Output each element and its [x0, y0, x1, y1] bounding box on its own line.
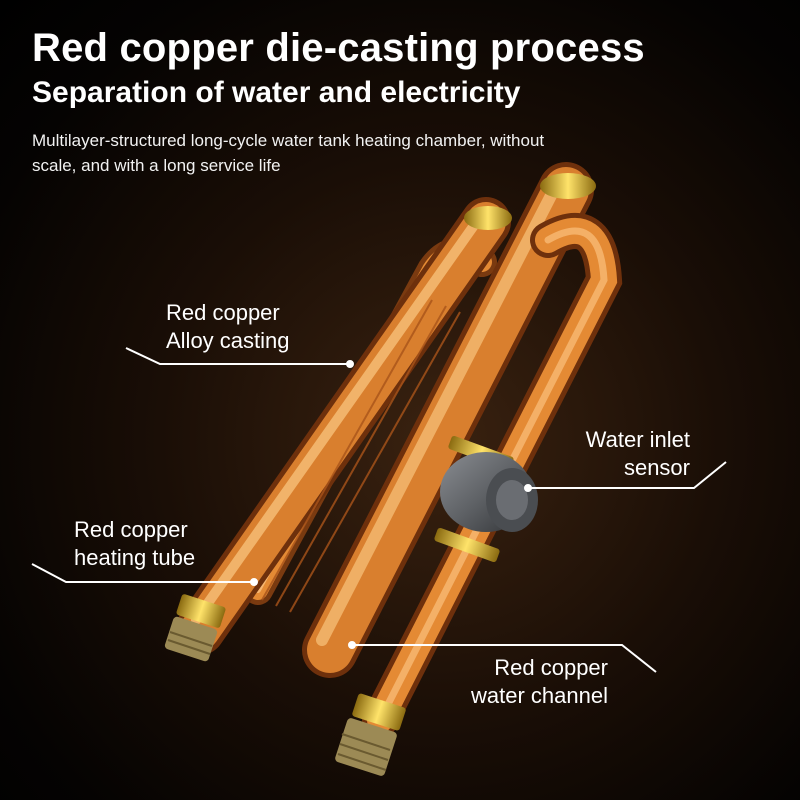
description-text: Multilayer-structured long-cycle water t…: [32, 131, 545, 175]
leader-heating: [31, 563, 254, 583]
heating-tube: [175, 197, 511, 655]
callout-channel-line1: Red copper: [494, 655, 608, 680]
outlet-loop: [362, 213, 623, 738]
callout-alloy-line1: Red copper: [166, 300, 280, 325]
callout-sensor-line2: sensor: [623, 455, 690, 480]
leader-sensor: [528, 461, 727, 489]
right-fitting: [335, 693, 406, 776]
page-title: Red copper die-casting process: [32, 26, 645, 70]
top-cap-left: [464, 206, 512, 230]
water-channel-tube: [302, 162, 594, 678]
leader-alloy: [125, 347, 350, 365]
water-inlet-sensor: [434, 435, 538, 563]
callout-alloy-line2: Alloy casting: [166, 328, 290, 353]
page-subtitle: Separation of water and electricity: [32, 76, 521, 109]
alloy-casting-ridges: [261, 299, 461, 613]
left-fitting: [164, 594, 226, 662]
callout-heating-line1: Red copper: [74, 517, 188, 542]
callout-water-channel: Red copper water channel: [458, 654, 608, 710]
leader-lines: [31, 347, 727, 673]
callout-channel-line2: water channel: [471, 683, 608, 708]
callout-heating-tube: Red copper heating tube: [74, 516, 195, 572]
callout-heating-line2: heating tube: [74, 545, 196, 570]
top-cap-right: [540, 173, 596, 199]
callout-sensor-line1: Water inlet: [585, 427, 690, 452]
callout-alloy-casting: Red copper Alloy casting: [166, 299, 290, 355]
callout-water-inlet-sensor: Water inlet sensor: [548, 426, 690, 482]
leader-channel: [352, 644, 657, 673]
